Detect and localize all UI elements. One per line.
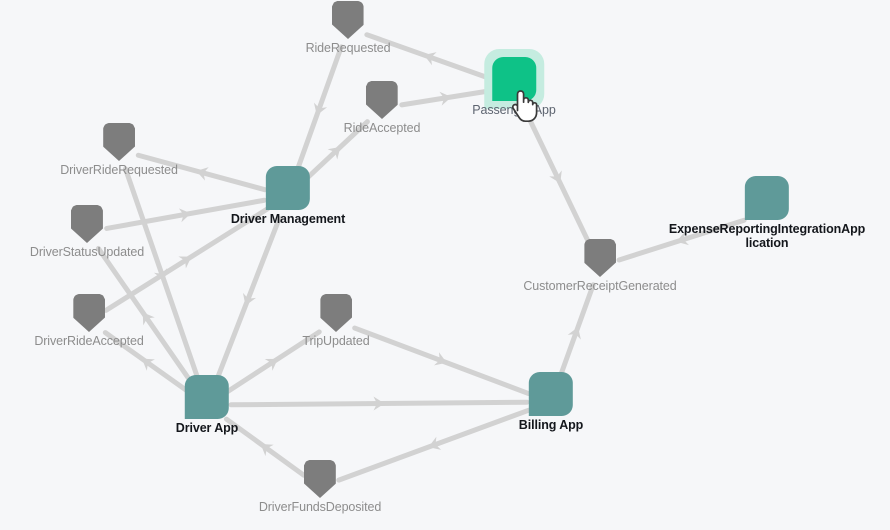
graph-edge-PassengerApp-to-CustomerReceiptGenerated: [521, 106, 594, 251]
graph-node-TripUpdated[interactable]: TripUpdated: [302, 294, 370, 348]
edge-arrowhead: [327, 146, 341, 160]
graph-node-RideRequested[interactable]: RideRequested: [306, 1, 391, 55]
node-label: DriverRideAccepted: [34, 334, 144, 348]
graph-node-DriverStatusUpdated[interactable]: DriverStatusUpdated: [30, 205, 144, 259]
edge-arrowhead: [423, 52, 437, 66]
node-label: ExpenseReportingIntegrationApp lication: [668, 222, 866, 250]
graph-node-DriverRideAccepted[interactable]: DriverRideAccepted: [34, 294, 144, 348]
edge-arrowhead: [142, 312, 155, 326]
application-node-shape: [529, 372, 573, 416]
graph-edge-DriverRideAccepted-to-DriverApp: [102, 330, 190, 394]
graph-node-DriverFundsDeposited[interactable]: DriverFundsDeposited: [259, 460, 381, 514]
application-node-shape: [744, 176, 789, 220]
graph-edge-RideRequested-to-PassengerApp: [364, 32, 494, 82]
graph-edge-TripUpdated-to-DriverApp: [224, 329, 322, 395]
edge-arrowhead: [264, 358, 278, 371]
edge-arrowhead: [428, 436, 442, 450]
graph-node-ExpenseReporting[interactable]: ExpenseReportingIntegrationApp lication: [669, 176, 865, 250]
graph-node-CustomerReceiptGenerated[interactable]: CustomerReceiptGenerated: [523, 239, 677, 293]
event-node-shape: [102, 123, 135, 161]
graph-node-PassengerApp[interactable]: Passenger App: [472, 49, 556, 117]
edge-arrowhead: [196, 167, 209, 181]
event-node-icon: [332, 1, 364, 39]
graph-edge-CustomerReceiptGenerated-to-ExpenseReporting: [616, 217, 747, 263]
graph-edge-DriverApp-to-BillingApp: [228, 396, 530, 411]
edge-arrowhead: [178, 208, 191, 223]
graph-edge-DriverManagement-to-DriverApp: [213, 215, 282, 386]
graph-node-BillingApp[interactable]: Billing App: [519, 372, 583, 432]
event-node-shape: [583, 239, 616, 277]
graph-node-DriverApp[interactable]: Driver App: [176, 375, 238, 435]
event-node-icon: [303, 460, 336, 498]
node-label: CustomerReceiptGenerated: [523, 279, 677, 293]
application-node-shape: [483, 49, 544, 109]
node-label: Driver Management: [230, 212, 346, 226]
event-node-icon: [72, 294, 105, 332]
graph-node-DriverManagement[interactable]: Driver Management: [231, 166, 345, 226]
edge-arrowhead: [434, 352, 447, 366]
node-label: Billing App: [518, 418, 584, 432]
edge-arrowhead: [676, 231, 689, 246]
application-node-shape: [266, 166, 310, 210]
node-label: DriverRideRequested: [60, 163, 178, 177]
event-node-shape: [72, 294, 105, 332]
edge-arrowhead: [549, 170, 562, 184]
event-node-shape: [332, 1, 364, 39]
graph-edge-DriverStatusUpdated-to-DriverApp: [95, 245, 196, 388]
edge-arrowhead: [178, 256, 192, 269]
event-node-shape: [303, 460, 336, 498]
node-label: TripUpdated: [302, 334, 370, 348]
event-node-icon: [70, 205, 103, 243]
graph-node-RideAccepted[interactable]: RideAccepted: [343, 81, 421, 135]
graph-edge-CustomerReceiptGenerated-to-BillingApp: [556, 282, 596, 382]
graph-edge-RideAccepted-to-PassengerApp: [399, 88, 493, 108]
edge-arrowhead: [439, 91, 452, 106]
event-node-shape: [319, 294, 352, 332]
application-node-shape: [184, 375, 229, 419]
event-node-icon: [319, 294, 352, 332]
graph-edge-DriverFundsDeposited-to-DriverApp: [223, 416, 307, 478]
application-node-icon: [744, 176, 789, 220]
edge-arrowhead: [313, 102, 328, 116]
application-node-icon: [491, 57, 536, 101]
edge-arrowhead: [141, 358, 155, 371]
application-node-icon: [184, 375, 229, 419]
node-label: RideAccepted: [343, 121, 421, 135]
node-label: RideRequested: [305, 41, 391, 55]
edge-arrowhead: [242, 292, 257, 306]
graph-edge-DriverRideAccepted-to-DriverManagement: [103, 206, 271, 313]
event-node-icon: [583, 239, 616, 277]
node-label: Driver App: [175, 421, 239, 435]
node-label: DriverFundsDeposited: [258, 500, 382, 514]
event-node-icon: [365, 81, 398, 119]
application-node-icon: [266, 166, 310, 210]
graph-edge-TripUpdated-to-BillingApp: [352, 325, 532, 397]
edge-arrowhead: [567, 326, 581, 340]
graph-edge-RideRequested-to-DriverManagement: [293, 44, 344, 176]
edge-arrowhead: [373, 396, 385, 411]
event-node-icon: [102, 123, 135, 161]
graph-edge-DriverFundsDeposited-to-BillingApp: [336, 407, 531, 483]
graph-node-DriverRideRequested[interactable]: DriverRideRequested: [60, 123, 178, 177]
graph-edge-DriverRideRequested-to-DriverManagement: [135, 152, 268, 193]
event-node-shape: [365, 81, 398, 119]
event-node-shape: [70, 205, 103, 243]
application-node-icon: [529, 372, 573, 416]
node-label: DriverStatusUpdated: [29, 245, 145, 259]
edge-arrowhead: [260, 443, 274, 457]
graph-edge-RideAccepted-to-DriverManagement: [303, 119, 370, 183]
graph-edge-DriverStatusUpdated-to-DriverManagement: [104, 197, 267, 231]
